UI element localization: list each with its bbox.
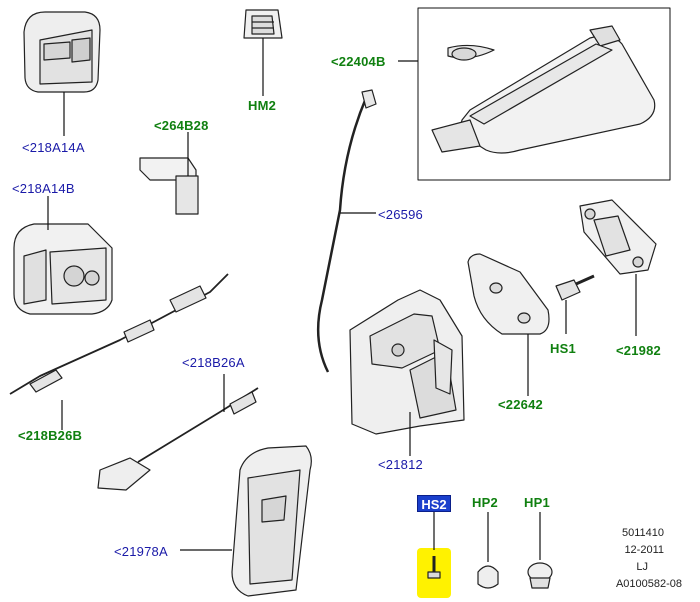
label-218A14B[interactable]: <218A14B [12, 181, 75, 196]
label-HS2-selected[interactable]: HS2 [417, 495, 451, 512]
part-218B26A-cable[interactable] [97, 387, 259, 491]
label-HP2[interactable]: HP2 [472, 495, 498, 510]
part-HM2-grommet[interactable] [243, 9, 283, 39]
label-HM2[interactable]: HM2 [248, 98, 277, 113]
part-218B26B-cable[interactable] [9, 273, 229, 395]
label-HP1[interactable]: HP1 [524, 495, 550, 510]
part-HS1-screw[interactable] [555, 274, 595, 301]
label-22642[interactable]: <22642 [498, 397, 543, 412]
part-21982-striker[interactable] [579, 199, 657, 275]
meta-line-1: 5011410 [621, 527, 664, 539]
label-21812[interactable]: <21812 [378, 457, 423, 472]
label-218B26B[interactable]: <218B26B [18, 428, 83, 443]
label-264B28[interactable]: <264B28 [154, 118, 209, 133]
part-218A14B-housing[interactable] [13, 223, 113, 315]
part-21978A-cover[interactable] [231, 445, 312, 597]
part-22404B-handle[interactable] [431, 25, 656, 154]
part-HS2-screw[interactable] [417, 548, 451, 598]
label-21978A[interactable]: <21978A [114, 544, 168, 559]
meta-line-3: LJ [636, 561, 648, 573]
meta-line-2: 12-2011 [624, 544, 664, 556]
part-HP2-plug[interactable] [477, 565, 499, 589]
part-218A14A-cap[interactable] [23, 11, 101, 93]
part-26596-rod[interactable] [316, 89, 377, 373]
label-218A14A[interactable]: <218A14A [22, 140, 85, 155]
part-21812-latch[interactable] [349, 289, 465, 435]
label-22404B[interactable]: <22404B [331, 54, 386, 69]
label-218B26A[interactable]: <218B26A [182, 355, 245, 370]
label-21982[interactable]: <21982 [616, 343, 661, 358]
part-HP1-plug[interactable] [527, 562, 553, 589]
part-264B28-clip[interactable] [139, 157, 199, 215]
part-22642-plate[interactable] [467, 253, 550, 335]
meta-line-4: A0100582-08 [615, 578, 682, 590]
label-HS1[interactable]: HS1 [550, 341, 576, 356]
label-26596[interactable]: <26596 [378, 207, 423, 222]
